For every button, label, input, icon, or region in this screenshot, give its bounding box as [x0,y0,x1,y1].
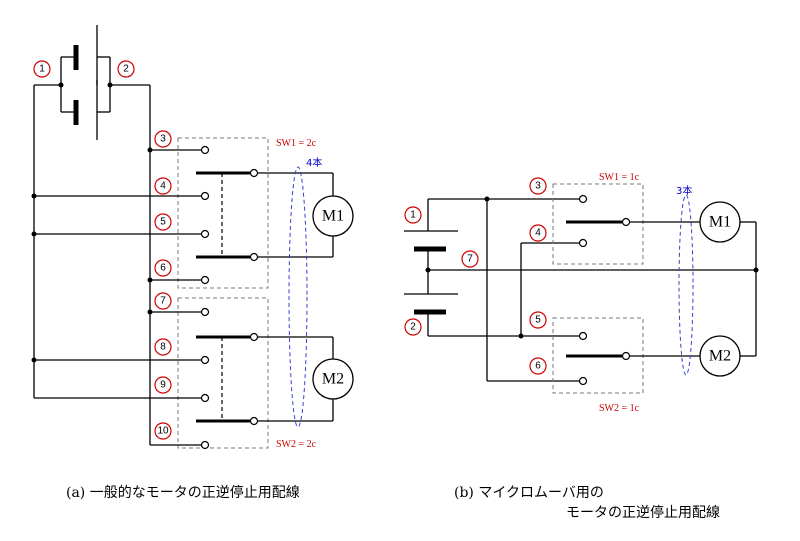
caption-a: (a) 一般的なモータの正逆停止用配線 [66,484,300,501]
motor-m1-a [312,195,354,237]
sw2-box-a [177,297,269,449]
caption-b-line2: モータの正逆停止用配線 [566,504,720,521]
svg-text:1: 1 [39,64,45,75]
motor-m2-a-label: M2 [322,371,344,388]
battery-b [404,230,458,315]
svg-text:3: 3 [535,181,541,192]
svg-text:2: 2 [123,64,129,75]
motor-m1-b-label: M1 [709,214,731,231]
svg-text:2: 2 [410,322,416,333]
battery-a [60,25,111,140]
motor-m2-a [312,358,354,400]
svg-text:8: 8 [160,342,166,353]
svg-text:4: 4 [160,181,166,192]
sw2-label-b: SW2 = 1c [599,403,640,414]
cable-bundle-a [288,166,308,428]
wire-count-a: 4本 [306,156,322,169]
svg-text:1: 1 [410,210,416,221]
sw1-contact-5 [200,229,210,239]
motor-m2-b-label: M2 [709,348,731,365]
sw2-contact-7 [200,307,210,317]
sw1-box-a [177,137,269,289]
caption-b-line1: (b) マイクロムーバ用の [454,485,604,501]
sw1-contact-4 [200,191,210,201]
motor-m2-b [699,335,741,377]
sw1-contact-6 [200,275,210,285]
svg-text:7: 7 [467,254,473,265]
svg-text:5: 5 [160,217,166,228]
sw1-label-a: SW1 = 2c [276,138,317,149]
sw2-contact-9 [200,393,210,403]
diagram-b: M1 M2 3本 SW1 = 1c SW2 = 1c 1 2 3 4 5 6 7… [404,172,759,521]
svg-text:5: 5 [535,315,541,326]
svg-text:3: 3 [160,134,166,145]
svg-text:7: 7 [160,296,166,307]
sw1-box-b [552,183,644,265]
svg-text:4: 4 [535,228,541,239]
cable-bundle-b [678,194,694,376]
diagram-a: M1 M2 4本 SW1 = 2c SW2 = 2c 1 2 3 4 5 6 7… [31,25,354,501]
svg-text:6: 6 [535,361,541,372]
wire-count-b: 3本 [676,184,692,197]
sw1-label-b: SW1 = 1c [599,172,640,183]
motor-m1-b [699,201,741,243]
sw2-contact-10 [200,440,210,450]
sw2-contact-8 [200,355,210,365]
sw1-contact-3 [200,145,210,155]
svg-text:6: 6 [160,263,166,274]
motor-m1-a-label: M1 [322,208,344,225]
svg-text:9: 9 [160,380,166,391]
terminal-badges-a: 1 2 3 4 5 6 7 8 9 10 [33,60,172,440]
terminal-badges-b: 1 2 3 4 5 6 7 [404,177,547,375]
svg-text:10: 10 [157,426,169,437]
sw2-label-a: SW2 = 2c [276,439,317,450]
